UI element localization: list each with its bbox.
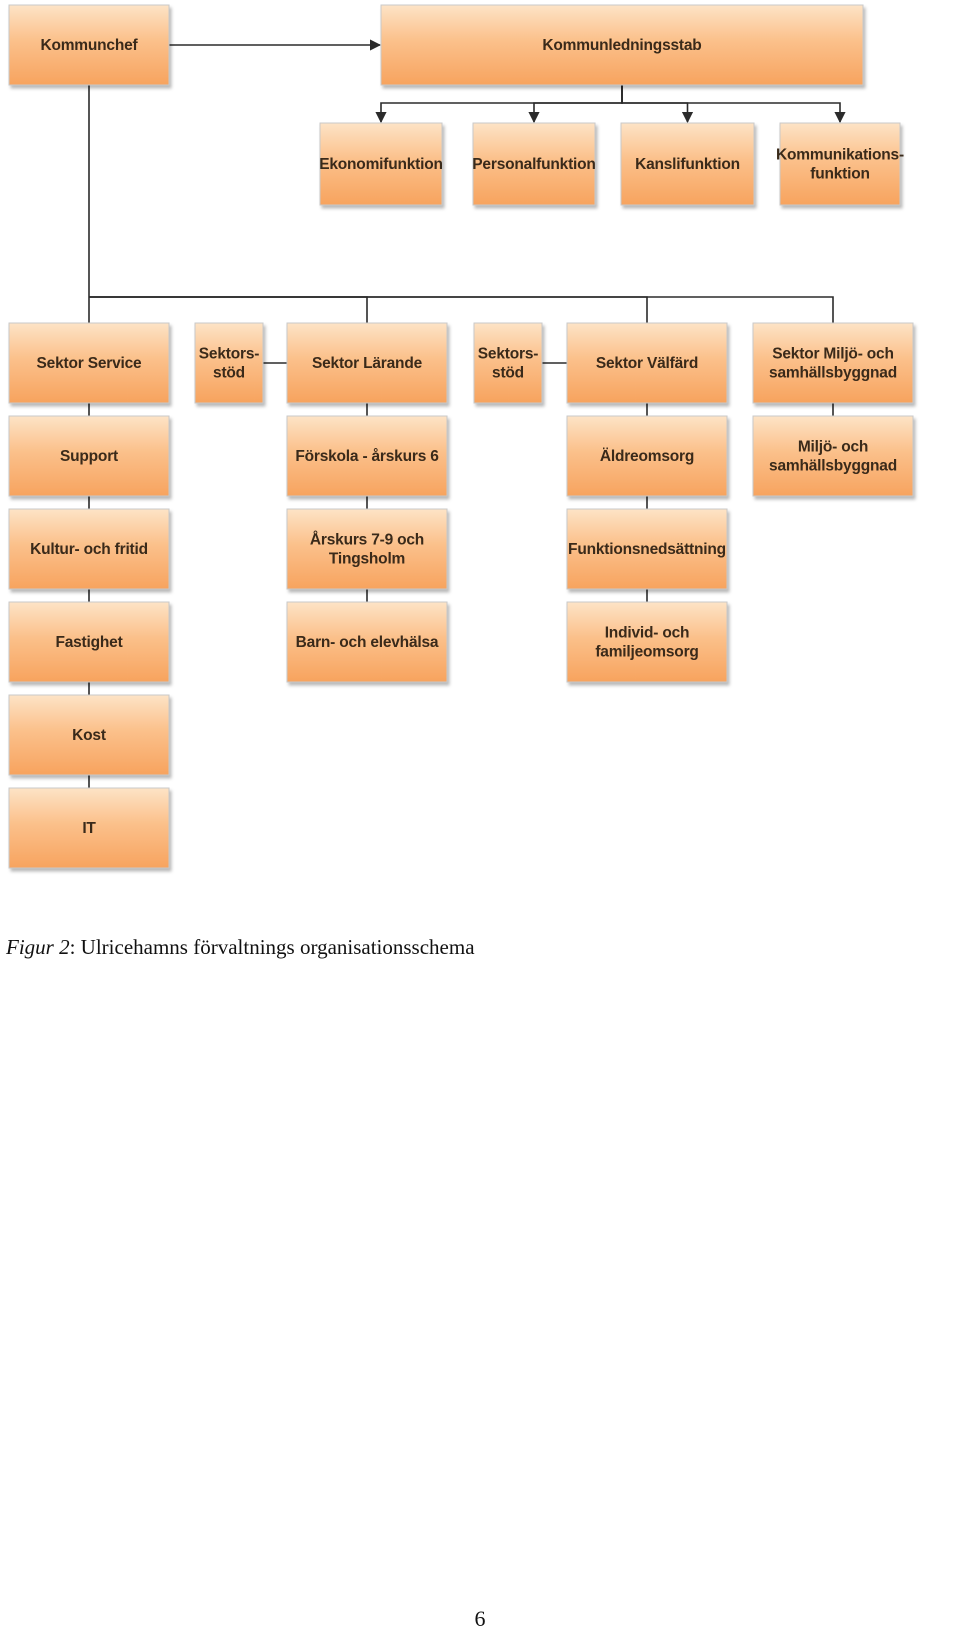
node-box xyxy=(380,4,864,86)
node-kanslifunktion: Kanslifunktion xyxy=(620,122,755,206)
connector-lines xyxy=(88,39,846,788)
node-box xyxy=(8,4,170,86)
node-box xyxy=(566,322,728,404)
node-box xyxy=(620,122,755,206)
node-forskola: Förskola - årskurs 6 xyxy=(286,415,448,497)
node-label: Kost xyxy=(72,727,106,744)
edge-kommunledningsstab-to-personalfunktion xyxy=(528,85,623,124)
node-box xyxy=(779,122,901,206)
node-box xyxy=(8,508,170,590)
node-it: IT xyxy=(8,787,170,869)
org-chart: Kommunchef KommunledningsstabEkonomifunkt… xyxy=(8,4,914,869)
node-label: Förskola - årskurs 6 xyxy=(295,448,439,465)
node-box xyxy=(194,322,264,404)
node-kommunledningsstab: Kommunledningsstab xyxy=(380,4,864,86)
node-barn-elevhalsa: Barn- och elevhälsa xyxy=(286,601,448,683)
figure-caption-text: : Ulricehamns förvaltnings organisations… xyxy=(69,935,475,959)
node-label: stöd xyxy=(213,365,245,382)
node-box xyxy=(752,415,914,497)
node-label: Kommunledningsstab xyxy=(542,37,701,54)
node-sektor-miljo: Sektor Miljö- och samhällsbyggnad xyxy=(752,322,914,404)
edge-kommunchef-to-sektor-miljo xyxy=(89,296,834,323)
node-aldreomsorg: Äldreomsorg xyxy=(566,415,728,497)
node-kost: Kost xyxy=(8,694,170,776)
node-sektorsstod-2: Sektors-stöd xyxy=(473,322,543,404)
edge-kommunchef-to-sektor-larande xyxy=(89,296,368,323)
node-label: Kanslifunktion xyxy=(635,156,740,173)
figure-caption: Figur 2: Ulricehamns förvaltnings organi… xyxy=(6,935,475,960)
node-box xyxy=(286,601,448,683)
node-box xyxy=(473,322,543,404)
node-label: Sektors- xyxy=(199,346,259,363)
node-label: Individ- och xyxy=(605,625,690,642)
node-label: Årskurs 7-9 och xyxy=(310,532,424,549)
node-label: Sektor Miljö- och xyxy=(772,346,893,363)
node-box xyxy=(286,508,448,590)
node-personalfunktion: Personalfunktion xyxy=(472,122,596,206)
node-box xyxy=(8,322,170,404)
node-box xyxy=(286,415,448,497)
node-label: Support xyxy=(60,448,118,465)
node-box xyxy=(8,694,170,776)
node-label: stöd xyxy=(492,365,524,382)
node-kultur-fritid: Kultur- och fritid xyxy=(8,508,170,590)
node-label: Kommunikations- xyxy=(776,147,904,164)
node-box xyxy=(472,122,596,206)
node-label: Kommunchef xyxy=(40,37,138,54)
node-support: Support xyxy=(8,415,170,497)
node-box xyxy=(319,122,443,206)
node-label: Sektor Service xyxy=(37,355,142,372)
node-label: Tingsholm xyxy=(329,551,405,568)
node-kommunchef: Kommunchef xyxy=(8,4,170,86)
node-label: Sektor Lärande xyxy=(312,355,423,372)
edge-kommunledningsstab-to-kommunikationsfunktion xyxy=(621,85,846,124)
node-sektor-service: Sektor Service xyxy=(8,322,170,404)
node-sektorsstod-1: Sektors-stöd xyxy=(194,322,264,404)
node-box xyxy=(8,601,170,683)
node-label: Personalfunktion xyxy=(472,156,595,173)
node-label: samhällsbyggnad xyxy=(769,365,897,382)
node-label: funktion xyxy=(810,166,870,183)
node-label: samhällsbyggnad xyxy=(769,458,897,475)
node-label: Fastighet xyxy=(55,634,122,651)
node-ekonomifunktion: Ekonomifunktion xyxy=(319,122,443,206)
node-sektor-valfard: Sektor Välfärd xyxy=(566,322,728,404)
node-label: Barn- och elevhälsa xyxy=(296,634,439,651)
node-label: Äldreomsorg xyxy=(600,448,694,465)
node-label: Funktionsnedsättning xyxy=(568,541,726,558)
node-label: familjeomsorg xyxy=(595,644,698,661)
node-box xyxy=(566,508,728,590)
node-fastighet: Fastighet xyxy=(8,601,170,683)
node-label: Miljö- och xyxy=(798,439,868,456)
edge-kommunchef-to-sektor-valfard xyxy=(89,296,648,323)
node-label: Sektor Välfärd xyxy=(596,355,698,372)
node-box xyxy=(8,415,170,497)
node-individ-familj: Individ- och familjeomsorg xyxy=(566,601,728,683)
node-box xyxy=(566,415,728,497)
node-box xyxy=(566,601,728,683)
figure-label: Figur 2 xyxy=(6,935,70,959)
node-funktionsnedsattning: Funktionsnedsättning xyxy=(566,508,728,590)
node-box xyxy=(286,322,448,404)
node-box xyxy=(8,787,170,869)
node-kommunikationsfunktion: Kommunikations-funktion xyxy=(776,122,904,206)
node-label: Sektors- xyxy=(478,346,538,363)
page-number: 6 xyxy=(474,1606,486,1631)
node-label: IT xyxy=(82,820,96,837)
node-label: Kultur- och fritid xyxy=(30,541,148,558)
node-label: Ekonomifunktion xyxy=(319,156,443,173)
node-miljo-samhallsbyggnad: Miljö- och samhällsbyggnad xyxy=(752,415,914,497)
org-nodes: Kommunchef KommunledningsstabEkonomifunkt… xyxy=(8,4,914,869)
node-sektor-larande: Sektor Lärande xyxy=(286,322,448,404)
node-box xyxy=(752,322,914,404)
